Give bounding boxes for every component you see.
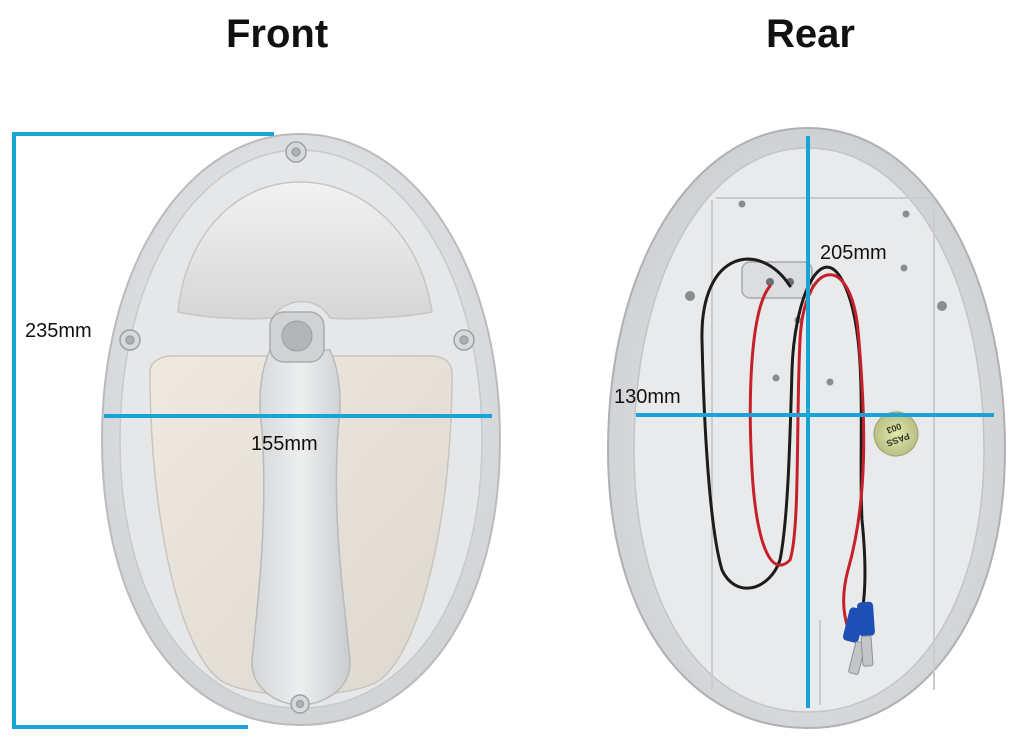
rear-wires — [700, 257, 867, 642]
front-height-label: 235mm — [25, 320, 92, 342]
rear-height-label: 205mm — [820, 242, 887, 264]
rear-dimension-lines — [636, 136, 994, 708]
rear-width-label: 130mm — [614, 386, 681, 408]
front-light — [100, 132, 502, 727]
front-screw-holes — [119, 141, 475, 714]
black-wire — [700, 257, 867, 614]
red-wire — [748, 273, 866, 642]
front-handle — [251, 349, 351, 706]
front-switch — [269, 311, 325, 363]
rear-pass-sticker: PASS 003 — [873, 411, 919, 457]
front-heading: Front — [226, 12, 329, 56]
rear-heading: Rear — [766, 12, 855, 56]
rear-mounting-holes — [685, 200, 947, 386]
front-height-bracket — [12, 132, 274, 729]
pass-sticker-line2: 003 — [885, 421, 903, 436]
rear-terminal-block — [741, 261, 813, 299]
rear-blue-connectors — [842, 601, 875, 675]
front-dimension-lines — [12, 132, 492, 729]
front-width-label: 155mm — [251, 433, 318, 455]
